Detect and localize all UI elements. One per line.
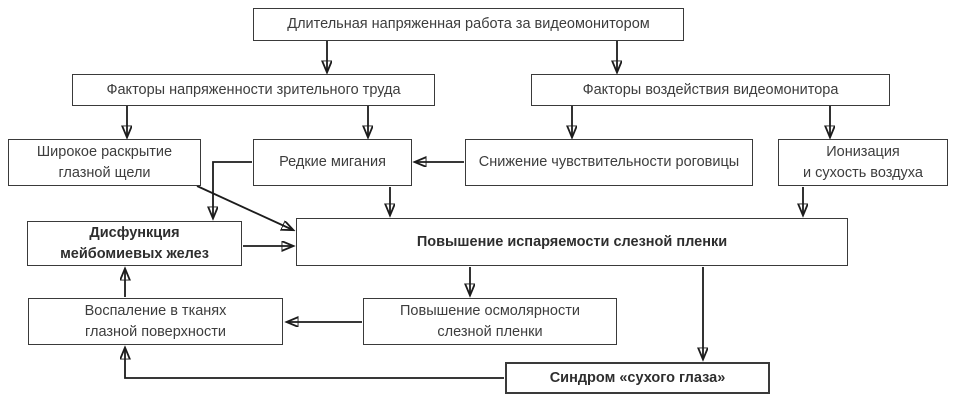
node-corneal-sensitivity: Снижение чувствительности роговицы <box>465 139 753 186</box>
edge-rare-blinking-to-meibomian-dysfunction <box>213 161 252 218</box>
node-monitor-factors: Факторы воздействия видеомонитора <box>531 74 890 106</box>
node-meibomian-dysfunction: Дисфункция мейбомиевых желез <box>27 221 242 266</box>
node-air-ionization: Ионизация и сухость воздуха <box>778 139 948 186</box>
node-work: Длительная напряженная работа за видеомо… <box>253 8 684 41</box>
edge-wide-eye-opening-to-tear-evaporation <box>196 185 293 230</box>
node-ocular-inflammation: Воспаление в тканях глазной поверхности <box>28 298 283 345</box>
node-tear-osmolarity: Повышение осмолярности слезной пленки <box>363 298 617 345</box>
node-dry-eye-syndrome: Синдром «сухого глаза» <box>505 362 770 394</box>
node-wide-eye-opening: Широкое раскрытие глазной щели <box>8 139 201 186</box>
node-rare-blinking: Редкие мигания <box>253 139 412 186</box>
edge-dry-eye-syndrome-to-ocular-inflammation <box>125 348 504 379</box>
node-tear-evaporation: Повышение испаряемости слезной пленки <box>296 218 848 266</box>
node-visual-strain-factors: Факторы напряженности зрительного труда <box>72 74 435 106</box>
